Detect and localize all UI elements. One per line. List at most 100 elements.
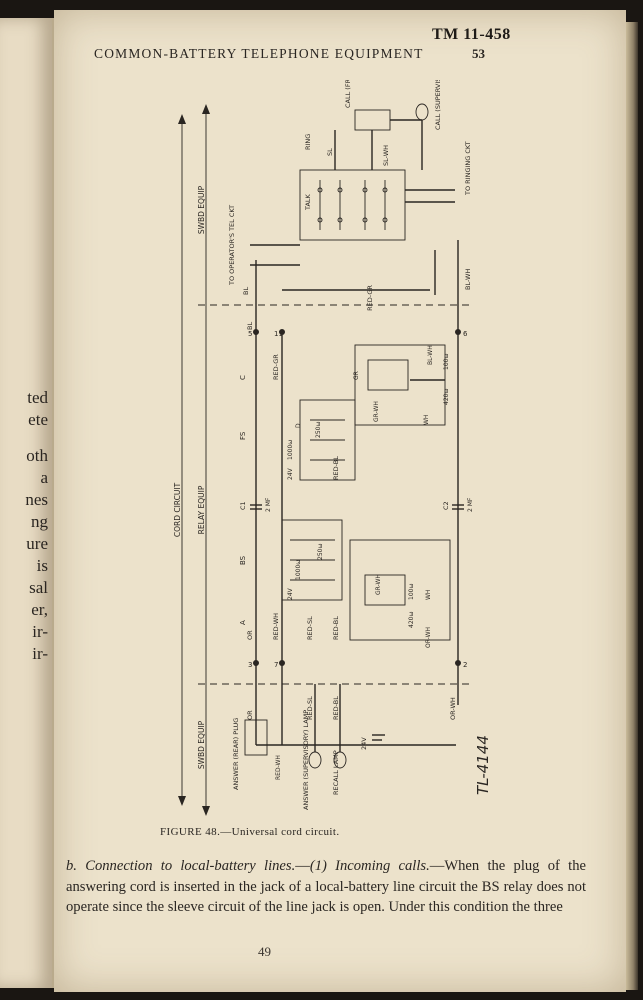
talk-ring-key [299,169,406,241]
label-ring: RING [304,134,312,150]
wire-label-gr: GR [353,371,360,380]
wire-label-or-wh-a: OR-WH [425,627,432,648]
label-250-ohm-fs: 250ω [315,422,322,438]
running-header: COMMON-BATTERY TELEPHONE EQUIPMENT [94,46,424,61]
relay-bs-block [281,519,343,601]
label-cord-circuit: CORD CIRCUIT [173,482,182,537]
wire-label-bl-top: BL [242,287,250,295]
terminal-6: 6 [463,330,468,338]
label-1000-ohm-fs: 1000ω [287,440,294,460]
label-c2-val: 2 MF [467,497,474,512]
page-edge-shadow [626,22,638,990]
label-relay-c: C [239,375,247,380]
label-100-ohm-a: 100ω [408,584,415,600]
label-250-ohm-bs: 250ω [317,544,324,560]
wire-label-red-wh-bottom: RED-WH [275,755,282,780]
wire-label-wh-c: WH [423,415,430,425]
body-paragraph: b. Connection to local-battery lines.—(1… [66,858,587,915]
label-call-lamp: CALL (SUPERVISORY) LAMP [434,80,442,130]
label-recall-lamp: RECALL LAMP [332,750,340,795]
label-420-ohm-a: 420ω [408,612,415,628]
page-folio: 49 [258,944,271,959]
body-heading: b. Connection to local-battery lines. [66,858,296,874]
wire-label-or-wh: OR-WH [449,697,457,720]
label-relay-a: A [239,620,247,625]
left-fragment: ir- [32,644,48,663]
header-page-number: 53 [472,46,485,61]
label-operator-tel: TO OPERATOR'S TEL CKT [228,205,236,286]
tm-number: TM 11-458 [432,26,511,43]
left-fragment: a [40,468,48,487]
wire-label-or-1: OR [246,630,254,640]
label-relay-fs: FS [239,431,247,440]
book-page [54,10,626,992]
wire-label-red-bl-1: RED-BL [332,616,340,640]
label-relay-d: D [295,423,302,428]
wire-label-or-2: OR [246,710,254,720]
wire-label-red-sl-2: RED-SL [306,696,314,720]
left-fragment: er, [31,600,48,619]
label-relay-bs: BS [239,555,247,565]
relay-c-block [354,344,446,426]
wire-label-red-gr: RED-GR [272,354,280,380]
body-subheading: (1) Incoming calls. [309,858,430,874]
left-fragment: ted [27,388,48,407]
label-1000-ohm-bs: 1000ω [295,560,302,580]
left-page-edge: ted ete oth a nes ng ure is sal er, ir- … [0,18,54,988]
left-fragment: sal [29,578,48,597]
label-c1-val: 2 MF [265,497,272,512]
serial-tl-4144: TL-4144 [474,735,492,795]
body-text: —When the plug of the answering cord is … [66,858,587,915]
wire-label-bl-wh-c: BL-WH [427,345,434,365]
left-fragment: ir- [32,622,48,641]
wire-label-bl: BL [246,322,254,330]
label-answer-plug: ANSWER (REAR) PLUG [232,718,240,790]
call-lamp-icon [415,103,429,121]
label-swbd-equip-top: SWBD EQUIP [197,185,206,234]
wire-label-gr-wh-a: GR-WH [375,574,382,595]
wire-label-red-bl-2: RED-BL [332,456,340,480]
cord-circuit-diagram: CORD CIRCUIT RELAY EQUIP SWBD EQUIP SWBD… [110,42,530,825]
relay-a-coil [364,574,406,606]
label-answer-lamp: ANSWER (SUPERVISORY) LAMP [302,710,310,810]
label-24v-bs: 24V [287,587,294,600]
left-fragment: ete [28,410,48,429]
schematic-svg: CORD CIRCUIT RELAY EQUIP SWBD EQUIP SWBD… [173,42,492,816]
wire-label-red-sl-1: RED-SL [306,616,314,640]
terminal-2: 2 [463,661,467,669]
left-fragment: oth [26,446,48,465]
wire-label-bl-wh: BL-WH [464,269,472,290]
relay-d-block [299,399,356,481]
wire-label-sl: SL [326,148,334,156]
left-fragment: ng [31,512,48,531]
label-ringing-ckt: TO RINGING CKT [464,141,472,196]
label-swbd-equip-bottom: SWBD EQUIP [197,720,206,769]
figure-caption: FIGURE 48.—Universal cord circuit. [160,826,340,838]
left-fragment: ure [26,534,48,553]
answer-lamp-icon [308,751,322,769]
wire-label-wh-a: WH [425,590,432,600]
label-420-ohm-c: 420ω [443,389,450,405]
label-relay-equip: RELAY EQUIP [197,485,206,534]
wire-label-gr-wh-c: GR-WH [373,401,380,422]
label-100-ohm-c: 100ω [443,354,450,370]
left-fragment: nes [25,490,48,509]
label-c1: C1 [239,501,247,510]
label-24v-bottom: 24V [360,737,368,750]
terminal-11: 11 [274,330,283,338]
label-talk: TALK [304,193,312,211]
label-c2: C2 [442,501,450,510]
answer-plug [244,719,268,756]
wire-label-red-gr-top: RED-GR [366,285,374,311]
relay-a-block [349,539,451,641]
call-plug [354,109,391,131]
terminal-7: 7 [274,661,278,669]
relay-c-coil [367,359,409,391]
wire-label-red-bl-3: RED-BL [332,696,340,720]
wire-label-sl-wh: SL-WH [382,145,390,166]
terminal-5: 5 [248,330,252,338]
terminal-3: 3 [248,661,252,669]
wire-label-red-wh: RED-WH [272,613,280,640]
label-24v-fs: 24V [287,467,294,480]
left-fragment: is [36,556,48,575]
